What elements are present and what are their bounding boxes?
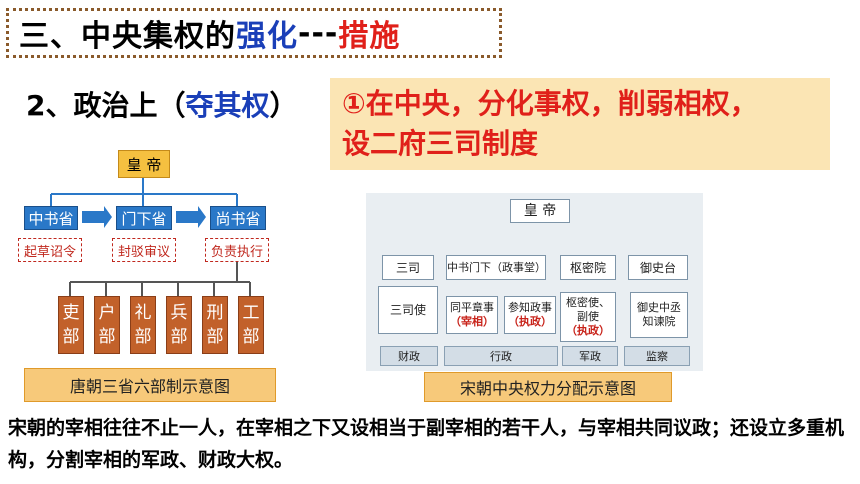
song-official-title: 副使 — [577, 310, 599, 323]
song-band-military: 军政 — [562, 346, 618, 366]
ministry-char: 吏 — [62, 303, 80, 323]
song-emperor: 皇 帝 — [510, 199, 570, 223]
song-sansi: 三司 — [382, 255, 434, 280]
song-sansi-official: 三司使 — [378, 286, 438, 334]
tang-duty-draft: 起草诏令 — [18, 238, 82, 262]
tang-duty-execute: 负责执行 — [205, 238, 269, 262]
song-official-role: （执政） — [566, 324, 610, 337]
song-official-title: 参知政事 — [508, 301, 552, 314]
tang-ministry-gong: 工 部 — [238, 296, 264, 354]
tang-ministry-bing: 兵 部 — [166, 296, 192, 354]
ministry-char: 部 — [242, 327, 260, 347]
tang-ministry-li-personnel: 吏 部 — [58, 296, 84, 354]
song-official-title: 枢密使、 — [566, 296, 610, 309]
ministry-char: 部 — [98, 327, 116, 347]
tang-shangshu: 尚书省 — [210, 206, 266, 230]
highlight-line-1: ①在中央，分化事权，削弱相权， — [342, 87, 758, 120]
tang-ministry-hu: 户 部 — [94, 296, 120, 354]
song-band-supervision: 监察 — [624, 346, 690, 366]
song-yushizhongcheng: 御史中丞 知谏院 — [630, 292, 688, 338]
title-part-2: 强化 — [236, 19, 298, 54]
subhead-suffix: ） — [269, 89, 298, 122]
ministry-char: 户 — [98, 303, 116, 323]
title-part-3: --- — [298, 15, 339, 51]
ministry-char: 礼 — [134, 303, 152, 323]
ministry-char: 兵 — [170, 303, 188, 323]
subheading: 2、政治上（夺其权） — [26, 84, 298, 124]
tang-menxia: 门下省 — [116, 206, 172, 230]
song-caption: 宋朝中央权力分配示意图 — [424, 372, 672, 402]
song-band-finance: 财政 — [380, 346, 438, 366]
song-tongpingzhangshi: 同平章事 （宰相） — [446, 296, 498, 334]
measure-highlight: ①在中央，分化事权，削弱相权， 设二府三司制度 — [330, 78, 830, 170]
ministry-char: 刑 — [206, 303, 224, 323]
subhead-prefix: 2、政治上（ — [26, 89, 186, 122]
ministry-char: 部 — [206, 327, 224, 347]
song-band-administration: 行政 — [444, 346, 558, 366]
subhead-keyword: 夺其权 — [185, 89, 270, 122]
song-official-role: （宰相） — [450, 315, 494, 328]
song-yushitai: 御史台 — [628, 255, 688, 280]
ministry-char: 部 — [134, 327, 152, 347]
tang-duty-review: 封驳审议 — [112, 238, 176, 262]
song-official-role: （执政） — [508, 315, 552, 328]
title-part-4: 措施 — [338, 19, 401, 54]
highlight-line-2: 设二府三司制度 — [342, 127, 539, 160]
tang-ministry-xing: 刑 部 — [202, 296, 228, 354]
slide-title: 三、中央集权的强化---措施 — [6, 8, 502, 58]
tang-zhongshu: 中书省 — [24, 206, 78, 230]
song-shumishi: 枢密使、 副使 （执政） — [560, 292, 616, 342]
tang-caption: 唐朝三省六部制示意图 — [24, 368, 276, 402]
song-shumiyuan: 枢密院 — [560, 255, 616, 280]
ministry-char: 部 — [62, 327, 80, 347]
song-official-title: 御史中丞 — [637, 301, 681, 314]
tang-ministry-li-rites: 礼 部 — [130, 296, 156, 354]
explanation-paragraph: 宋朝的宰相往往不止一人，在宰相之下又设相当于副宰相的若干人，与宰相共同议政；还设… — [8, 417, 845, 471]
ministry-char: 工 — [242, 303, 260, 323]
song-official-title: 同平章事 — [450, 301, 494, 314]
title-part-1: 三、中央集权的 — [19, 19, 236, 54]
song-canzhizhengshi: 参知政事 （执政） — [504, 296, 556, 334]
ministry-char: 部 — [170, 327, 188, 347]
song-zhongshu-menxia: 中书门下（政事堂） — [446, 255, 546, 280]
song-official-title: 知谏院 — [642, 315, 676, 328]
tang-emperor: 皇 帝 — [118, 150, 170, 178]
